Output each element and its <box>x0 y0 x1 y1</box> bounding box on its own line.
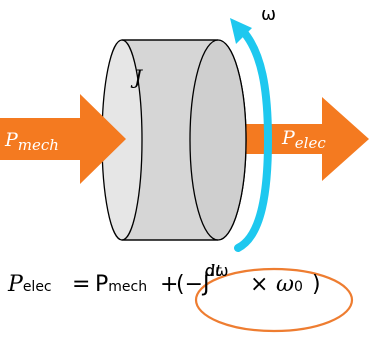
eq-term1-sub: mech <box>108 279 148 295</box>
eq-open: (−J <box>176 272 210 297</box>
eq-term1-main: P <box>95 272 109 297</box>
eq-term1: Pmech <box>95 272 147 297</box>
eq-frac-numerator: dω <box>205 261 229 280</box>
eq-close: ) <box>312 272 321 297</box>
input-arrow-label-main: P <box>4 129 19 151</box>
input-arrow-label: Pmech <box>4 129 59 154</box>
power-balance-equation: Pelec = Pmech + (−J dω dt × ω0 ) <box>0 262 369 322</box>
eq-omega0-main: ω <box>276 272 294 297</box>
eq-omega0: ω0 <box>276 272 303 297</box>
eq-plus: + <box>160 272 179 297</box>
eq-lhs: Pelec <box>8 272 52 297</box>
eq-lhs-sub: elec <box>22 279 52 295</box>
derivative-highlight-oval <box>194 267 354 333</box>
eq-lhs-main: P <box>8 272 23 297</box>
input-arrow-label-sub: mech <box>18 136 59 154</box>
inertia-label: J <box>130 65 143 89</box>
output-arrow-label: Pelec <box>281 127 326 152</box>
omega-label: ω <box>261 4 276 25</box>
cylinder-back-edge <box>189 39 247 241</box>
eq-omega0-sub: 0 <box>293 279 303 295</box>
eq-frac-denominator: dt <box>205 261 222 280</box>
output-arrow-label-sub: elec <box>295 134 327 152</box>
eq-times: × <box>250 272 269 297</box>
output-power-arrow <box>200 97 369 181</box>
rotation-arrow <box>230 18 273 252</box>
output-arrow-label-main: P <box>281 127 296 149</box>
eq-equals: = <box>72 272 91 297</box>
input-power-arrow <box>0 94 126 184</box>
flywheel-cylinder <box>101 39 247 241</box>
